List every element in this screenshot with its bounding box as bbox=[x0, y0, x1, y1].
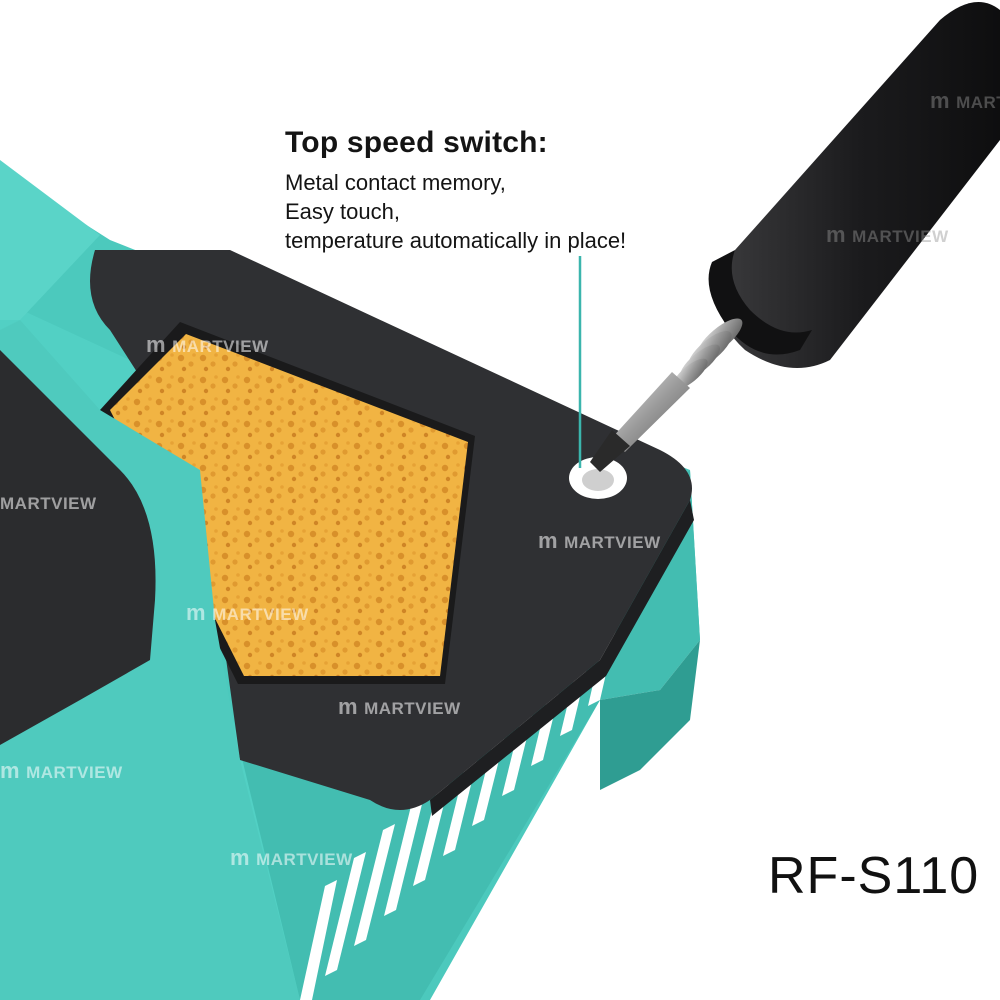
callout-title: Top speed switch: bbox=[285, 126, 548, 159]
display-housing bbox=[0, 320, 300, 1000]
watermark: MARTVIEW bbox=[0, 494, 97, 513]
callout-line-1: Metal contact memory, bbox=[285, 170, 506, 195]
switch-hole-icon[interactable] bbox=[569, 457, 627, 499]
soldering-iron-icon[interactable] bbox=[590, 2, 1000, 472]
callout-line-2: Easy touch, bbox=[285, 199, 400, 224]
callout-line-3: temperature automatically in place! bbox=[285, 228, 627, 253]
feature-callout: Top speed switch: Metal contact memory, … bbox=[285, 126, 626, 255]
model-label: RF-S110 bbox=[768, 847, 980, 905]
sponge-icon bbox=[110, 334, 468, 676]
